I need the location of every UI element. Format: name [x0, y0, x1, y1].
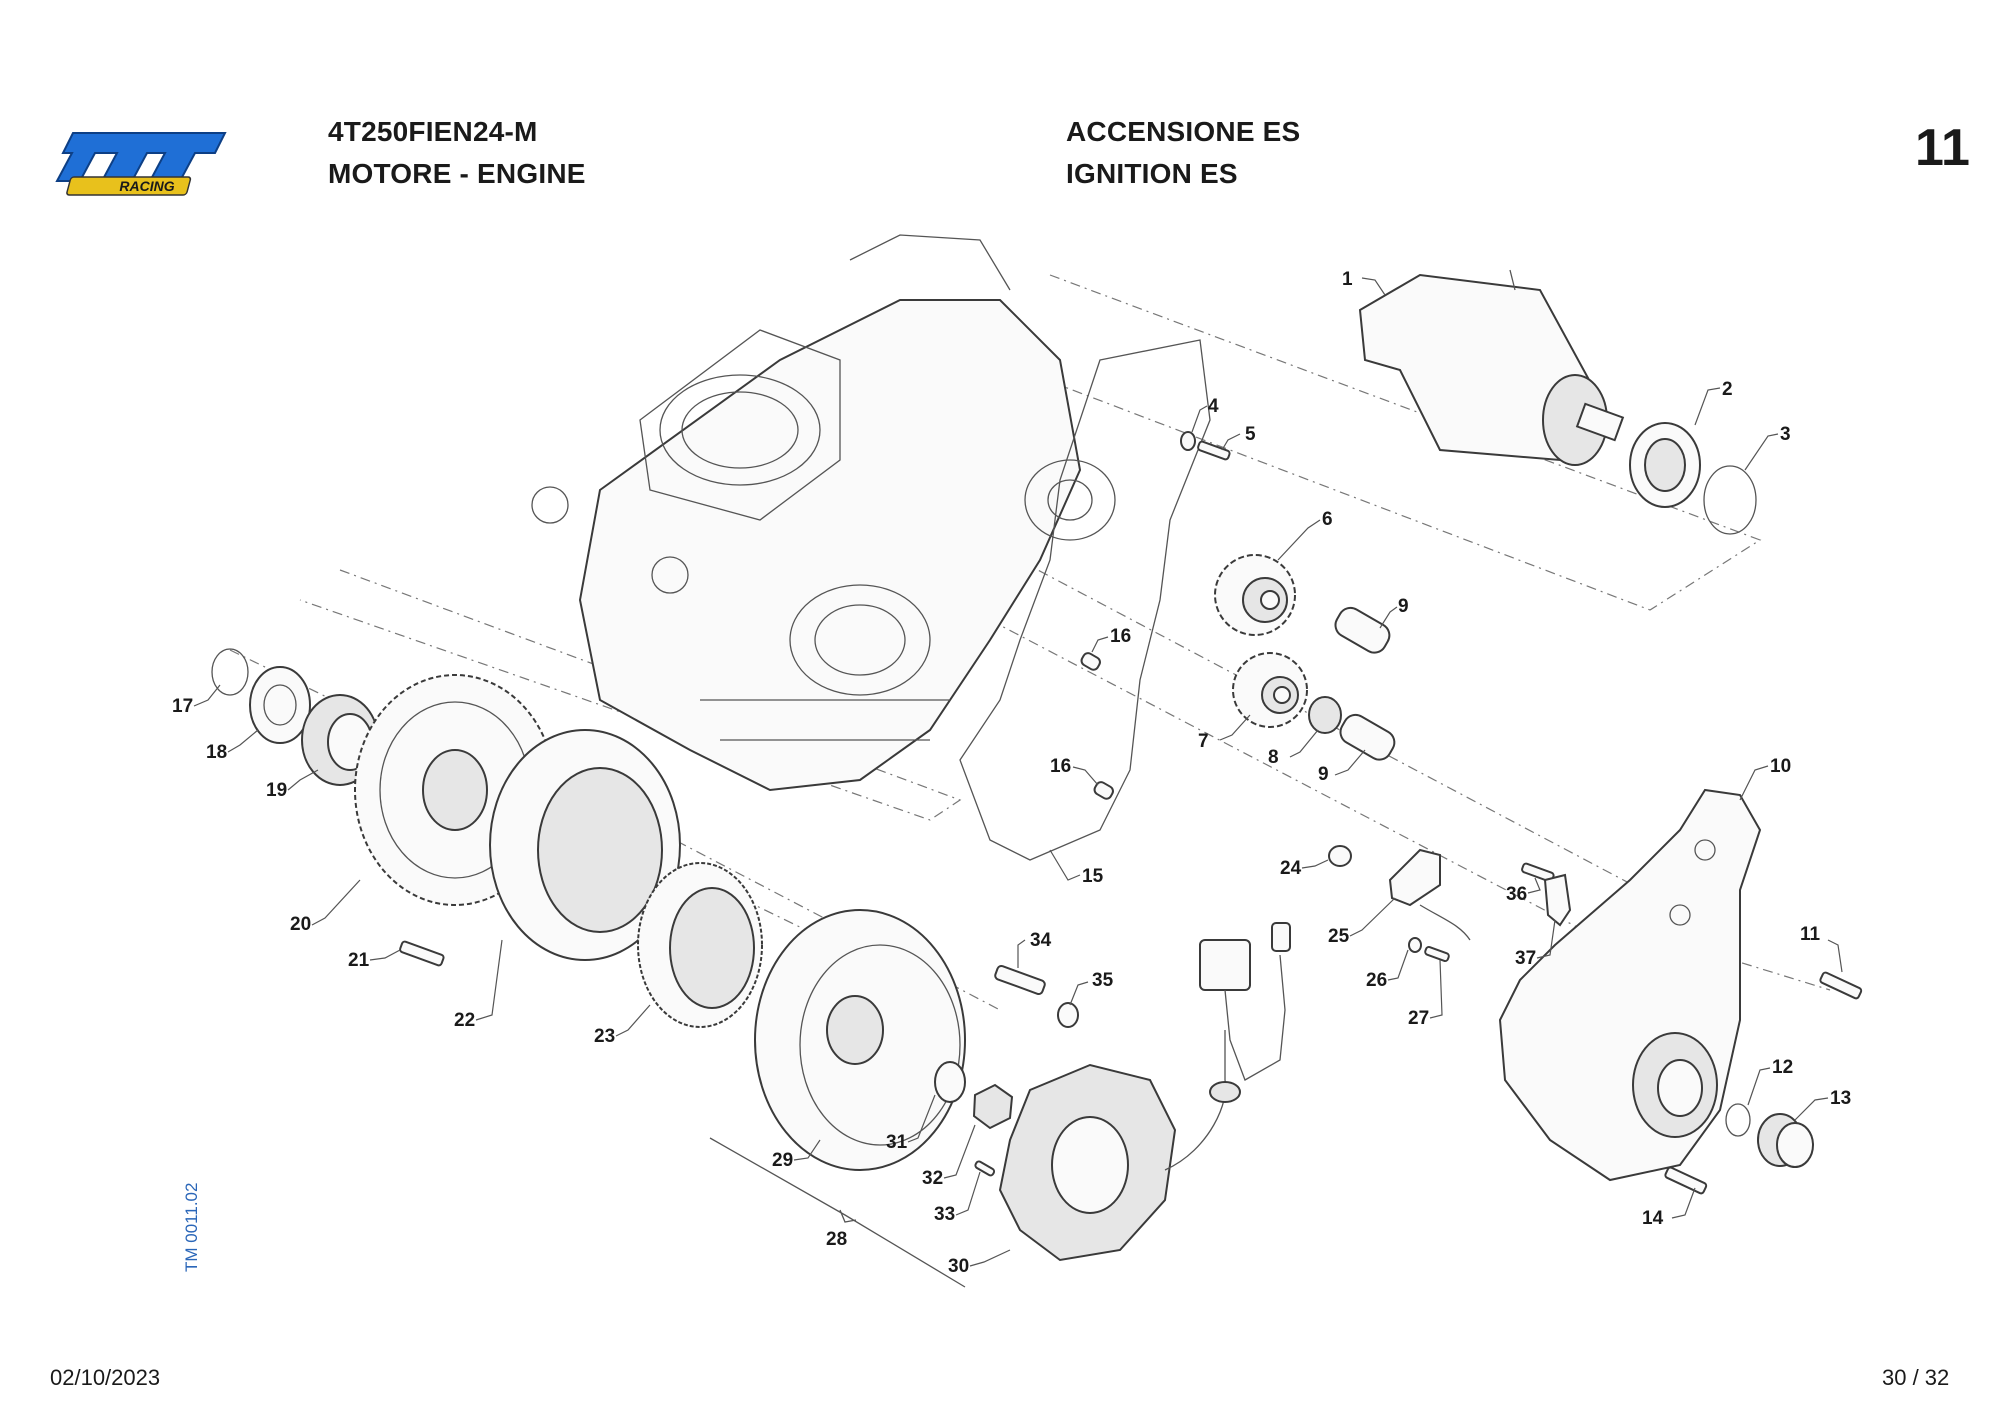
part-12-o-ring: [1725, 1103, 1751, 1137]
group-title-en: IGNITION ES: [1066, 158, 1238, 189]
callout-24: 24: [1280, 858, 1302, 879]
callout-33: 33: [934, 1204, 955, 1225]
part-9-pin-upper: [1334, 606, 1391, 654]
callout-25: 25: [1328, 926, 1350, 947]
callout-22: 22: [454, 1010, 475, 1031]
part-10-ignition-cover: [1498, 788, 1762, 1182]
callout-34: 34: [1030, 930, 1052, 951]
part-27-screw: [1424, 945, 1450, 963]
callout-20: 20: [290, 914, 311, 935]
callout-18: 18: [206, 742, 227, 763]
part-14-screw: [1664, 1166, 1708, 1195]
part-15-gasket: [959, 339, 1211, 861]
model-code: 4T250FIEN24-M: [328, 116, 538, 147]
part-32-nut: [972, 1083, 1014, 1130]
part-16-dowel-lower: [1093, 781, 1114, 800]
part-13-plug: [1757, 1113, 1814, 1168]
callout-30: 30: [948, 1256, 969, 1277]
part-26-washer: [1408, 937, 1422, 953]
part-23-freewheel: [637, 862, 763, 1028]
part-24-spacer: [1328, 845, 1352, 867]
callout-4: 4: [1208, 396, 1219, 417]
part-35-washer: [1057, 1002, 1079, 1028]
callout-35: 35: [1092, 970, 1114, 991]
callout-14: 14: [1642, 1208, 1664, 1229]
callout-5: 5: [1245, 424, 1256, 445]
part-3-o-ring: [1703, 465, 1757, 535]
part-31-washer: [934, 1061, 966, 1103]
callout-29: 29: [772, 1150, 793, 1171]
callout-16-lower: 16: [1050, 756, 1071, 777]
print-date: 02/10/2023: [50, 1365, 161, 1390]
part-8-needle-bearing: [1308, 696, 1342, 734]
callout-12: 12: [1772, 1057, 1793, 1078]
table-number: 11: [1915, 119, 1970, 177]
part-11-screw: [1819, 971, 1863, 1000]
tm-racing-logo-icon: RACING: [55, 132, 227, 196]
part-33-key: [974, 1160, 996, 1177]
stator-connector: [1199, 939, 1251, 991]
part-9-pin-lower: [1339, 713, 1396, 761]
callout-37: 37: [1515, 948, 1536, 969]
callout-26: 26: [1366, 970, 1387, 991]
part-34-bolt: [994, 964, 1046, 996]
stator-small-connector: [1271, 922, 1291, 952]
group-title-it: ACCENSIONE ES: [1066, 116, 1301, 147]
callout-8: 8: [1268, 747, 1279, 768]
callout-23: 23: [594, 1026, 615, 1047]
callout-15: 15: [1082, 866, 1104, 887]
callout-32: 32: [922, 1168, 943, 1189]
part-4-washer: [1180, 431, 1196, 451]
callout-7: 7: [1198, 731, 1209, 752]
part-28-kit-bracket: [709, 1137, 966, 1288]
callout-17: 17: [172, 696, 193, 717]
callout-31: 31: [886, 1132, 908, 1153]
part-25-pickup-sensor: [1388, 848, 1441, 907]
brand-logo: RACING: [55, 125, 230, 200]
callout-1: 1: [1342, 269, 1353, 290]
part-22-rotor-ring: [489, 729, 681, 961]
part-7-idler-gear: [1232, 652, 1308, 728]
cable-grommet: [1209, 1081, 1241, 1103]
callout-3: 3: [1780, 424, 1791, 445]
page-indicator: 30 / 32: [1882, 1365, 1950, 1390]
part-16-dowel-upper: [1080, 652, 1101, 671]
part-37-cable-clamp: [1543, 873, 1572, 927]
callout-6: 6: [1322, 509, 1333, 530]
callout-21: 21: [348, 950, 370, 971]
logo-sub: RACING: [119, 178, 174, 194]
callout-9-upper: 9: [1398, 596, 1409, 617]
callout-36: 36: [1506, 884, 1527, 905]
part-29-flywheel-rotor: [754, 909, 966, 1171]
callout-2: 2: [1722, 379, 1733, 400]
part-1-starter-motor: [1358, 269, 1625, 466]
callout-13: 13: [1830, 1088, 1851, 1109]
part-5-screw: [1197, 440, 1231, 461]
part-callouts: 1 2 3 4 5 6 7 8 9 9 10 11 12 13 14 15 16…: [172, 269, 1851, 1277]
callout-11: 11: [1800, 924, 1821, 945]
part-17-circlip: [211, 648, 249, 696]
part-6-idler-gear: [1214, 554, 1296, 636]
part-30-stator: [998, 1030, 1227, 1262]
part-21-screw: [399, 940, 445, 967]
callout-9-lower: 9: [1318, 764, 1329, 785]
callout-27: 27: [1408, 1008, 1429, 1029]
crankcase-illustration: [531, 234, 1116, 792]
part-18-thrust-washer: [249, 666, 311, 744]
callout-19: 19: [266, 780, 287, 801]
callout-16-upper: 16: [1110, 626, 1131, 647]
callout-10: 10: [1770, 756, 1791, 777]
callout-28: 28: [826, 1229, 847, 1250]
leader-lines: [193, 277, 1843, 1267]
section-title: MOTORE - ENGINE: [328, 158, 586, 189]
